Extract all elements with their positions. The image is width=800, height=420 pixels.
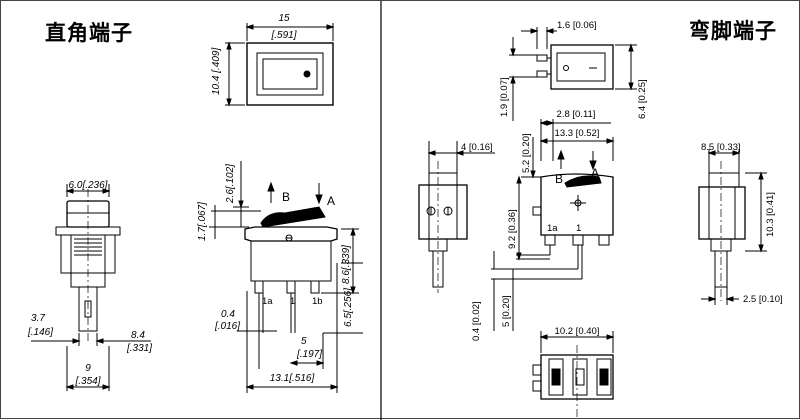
terminal-1b: 1b xyxy=(312,296,323,307)
dim-r-1-6: 1.6 [0.06] xyxy=(557,20,597,31)
left-title: 直角端子 xyxy=(45,21,133,45)
right-side-view-right xyxy=(698,149,767,305)
left-front-view xyxy=(209,161,363,393)
dim-3-7: 3.7 xyxy=(31,313,45,324)
dim-5: 5 xyxy=(301,336,307,347)
dim-top-height: 10.4 [.409] xyxy=(211,48,222,95)
dim-3-7-in: [.146] xyxy=(27,327,53,338)
label-a: A xyxy=(327,194,335,208)
dim-top-width: 15 xyxy=(278,13,290,24)
label-b: B xyxy=(282,190,290,204)
dim-r-5: 5 [0.20] xyxy=(501,295,512,327)
dim-r-2-8: 2.8 [0.11] xyxy=(557,109,596,120)
terminal-1a: 1a xyxy=(262,296,273,307)
dim-r-8-5: 8.5 [0.33] xyxy=(701,142,741,153)
dim-top-width-in: [.591] xyxy=(270,30,296,41)
right-side-view-left xyxy=(418,141,495,293)
dim-0-4: 0.4 xyxy=(221,309,235,320)
dim-r-13-3: 13.3 [0.52] xyxy=(555,128,600,139)
dim-8-6: 8.6[.339] xyxy=(341,245,352,284)
dim-2-6: 2.6[.102] xyxy=(225,164,236,204)
left-top-view xyxy=(225,23,335,107)
dim-8-4: 8.4 xyxy=(131,330,145,341)
dim-1-7: 1.7[.067] xyxy=(197,202,208,241)
dim-9-in: [.354] xyxy=(74,376,100,387)
dim-r-10-2: 10.2 [0.40] xyxy=(555,326,600,337)
dim-r-6-4: 6.4 [0.25] xyxy=(637,79,648,119)
terminal-1: 1 xyxy=(290,296,295,307)
right-bottom-view xyxy=(532,331,615,417)
dim-0-4-in: [.016] xyxy=(214,321,240,332)
right-title: 弯脚端子 xyxy=(689,19,777,43)
right-front-view xyxy=(491,119,615,331)
dim-6-5: 6.5[.256] xyxy=(343,288,354,327)
dim-13-1: 13.1[.516] xyxy=(270,373,315,384)
dim-9: 9 xyxy=(85,363,91,374)
dim-r-10-3: 10.3 [0.41] xyxy=(765,192,776,237)
dim-r-4: 4 [0.16] xyxy=(461,142,493,153)
dim-r-9-2: 9.2 [0.36] xyxy=(507,209,518,249)
dim-r-2-5: 2.5 [0.10] xyxy=(743,294,783,305)
r-terminal-1a: 1a xyxy=(547,223,558,234)
r-label-a: A xyxy=(591,166,599,180)
dim-r-5-2: 5.2 [0.20] xyxy=(521,133,532,173)
r-label-b: B xyxy=(555,172,563,186)
dim-8-4-in: [.331] xyxy=(126,343,152,354)
dim-side-width: 6.0[.236] xyxy=(69,180,108,191)
right-top-view xyxy=(509,27,637,121)
dim-5-in: [.197] xyxy=(296,349,322,360)
left-side-view xyxy=(31,184,151,391)
r-terminal-1: 1 xyxy=(576,223,581,234)
dim-r-0-4: 0.4 [0.02] xyxy=(471,301,482,341)
dim-r-1-9: 1.9 [0.07] xyxy=(499,77,510,117)
